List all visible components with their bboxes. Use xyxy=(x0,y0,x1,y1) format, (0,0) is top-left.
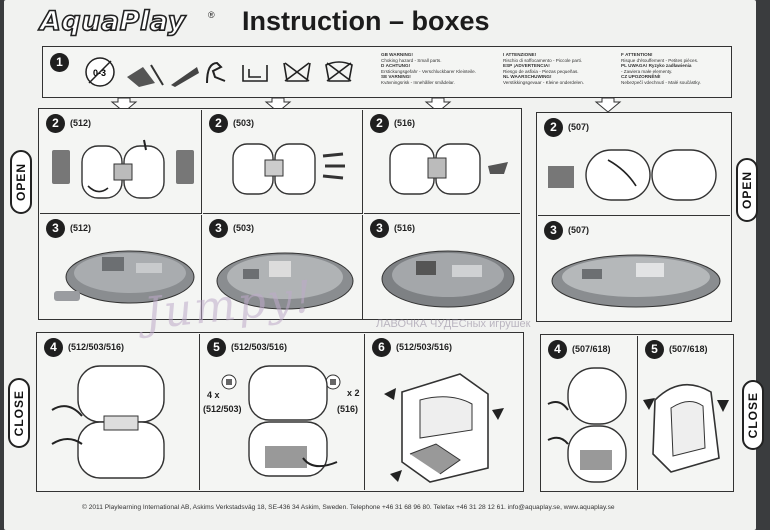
case-open-516-illustration xyxy=(389,143,508,195)
warning-column-1: GB WARNING!Choking hazard - Small parts.… xyxy=(381,52,501,86)
step-3-512-cell: 3 (512) xyxy=(40,215,202,319)
warning-i: I ATTENZIONE!Rischio di soffocamento - P… xyxy=(503,52,583,63)
closed-507-illustration xyxy=(643,383,729,473)
step-number: 4 xyxy=(548,340,567,359)
small-parts-icon-left xyxy=(221,374,237,390)
step-number: 4 xyxy=(44,338,63,357)
open-label-right: OPEN xyxy=(736,158,758,222)
warning-column-2: I ATTENZIONE!Rischio di soffocamento - P… xyxy=(503,52,618,86)
case-open-503-illustration xyxy=(232,143,345,195)
lock-clip-icon xyxy=(206,61,226,84)
step-number: 6 xyxy=(372,338,391,357)
track-pieces-icon xyxy=(127,64,164,87)
model-label: (512) xyxy=(70,118,92,128)
registered-mark: ® xyxy=(208,10,215,20)
warning-gb: GB WARNING!Choking hazard - Small parts. xyxy=(381,52,442,63)
parts-models-right: (516) xyxy=(337,404,359,414)
model-label: (507/618) xyxy=(669,344,708,354)
step-5-512-cell: 5 (512/503/516) 4 x (512/503) x 2 (516) xyxy=(201,334,365,490)
assembled-507-illustration xyxy=(551,254,721,308)
step-1-panel: 1 0-3 GB xyxy=(42,46,732,98)
parts-models-left: (512/503) xyxy=(203,404,242,414)
warning-pl: PL UWAGA! Ryzyko zadławienia- Zawiera ma… xyxy=(621,63,692,74)
flow-arrows xyxy=(110,97,622,113)
warning-f: F ATTENTION!Risque d'étouffement - Petit… xyxy=(621,52,699,63)
store-parts-illustration xyxy=(248,365,338,477)
warning-nl: NL WAARSCHUWING!Verstikkingsgevaar - Kle… xyxy=(503,74,584,85)
assembled-512-illustration xyxy=(54,250,195,304)
step-number: 5 xyxy=(645,340,664,359)
instruction-sheet: AquaPlay ® Instruction – boxes 1 0-3 xyxy=(4,0,764,530)
bath-tub-icon xyxy=(242,65,268,82)
step-number: 3 xyxy=(544,221,563,240)
model-label: (507/618) xyxy=(572,344,611,354)
step-number: 2 xyxy=(370,114,389,133)
step-6-512-cell: 6 (512/503/516) xyxy=(366,334,522,490)
model-label: (516) xyxy=(394,223,416,233)
watermark-shop: ЛАВОЧКА ЧУДЕСных игрушек xyxy=(376,318,531,330)
model-label: (512/503/516) xyxy=(231,342,288,352)
parts-qty-left: 4 x xyxy=(207,390,220,400)
step-2-512-cell: 2 (512) xyxy=(40,110,202,214)
step-2-503-cell: 2 (503) xyxy=(203,110,363,214)
step-3-503-cell: 3 (503) xyxy=(203,215,363,319)
close-label-right: CLOSE xyxy=(742,380,764,450)
no-wash-icon xyxy=(325,61,353,82)
model-label: (507) xyxy=(568,122,590,132)
model-label: (512/503/516) xyxy=(68,342,125,352)
aquaplay-logo: AquaPlay xyxy=(39,5,186,38)
step-4-507-cell: 4 (507/618) xyxy=(542,336,638,490)
model-label: (507) xyxy=(568,225,590,235)
fold-507-illustration xyxy=(547,367,627,483)
step-number: 2 xyxy=(544,118,563,137)
close-label-left: CLOSE xyxy=(8,378,30,448)
step-number: 3 xyxy=(209,219,228,238)
case-open-507-illustration xyxy=(548,149,717,201)
model-label: (503) xyxy=(233,118,255,128)
step-number: 3 xyxy=(46,219,65,238)
step-number: 5 xyxy=(207,338,226,357)
warning-se: SE VARNING!Kvävningsrisk - Innehåller sm… xyxy=(381,74,455,85)
step-number: 3 xyxy=(370,219,389,238)
model-label: (512) xyxy=(70,223,92,233)
step-2-507-cell: 2 (507) xyxy=(538,114,730,216)
model-label: (516) xyxy=(394,118,416,128)
step-number: 2 xyxy=(209,114,228,133)
step-3-507-cell: 3 (507) xyxy=(538,217,730,320)
no-tumble-dry-icon xyxy=(283,62,311,82)
closed-case-illustration xyxy=(384,373,504,483)
warning-column-3: F ATTENTION!Risque d'étouffement - Petit… xyxy=(621,52,731,86)
step-number: 1 xyxy=(50,53,69,72)
open-label-left: OPEN xyxy=(10,150,32,214)
page-title: Instruction – boxes xyxy=(242,6,490,36)
warning-esp: ESP ¡ADVERTENCIA!Riesgo de asfixia - Pie… xyxy=(503,63,579,74)
model-label: (503) xyxy=(233,223,255,233)
step-number: 2 xyxy=(46,114,65,133)
assembled-516-illustration xyxy=(381,250,515,308)
case-open-512-illustration xyxy=(52,139,194,199)
fold-case-illustration xyxy=(51,365,165,479)
warning-d: D ACHTUNG!Erstickungsgefahr - Verschluck… xyxy=(381,63,476,74)
model-label: (512/503/516) xyxy=(396,342,453,352)
assembled-503-illustration xyxy=(216,252,354,310)
choking-warning-icon: 0-3 xyxy=(85,57,115,87)
ramp-icon xyxy=(171,67,199,87)
step-4-512-cell: 4 (512/503/516) xyxy=(38,334,200,490)
step-2-516-cell: 2 (516) xyxy=(364,110,520,214)
copyright-footer: © 2011 Playlearning International AB, As… xyxy=(82,504,615,511)
warning-cz: CZ UPOZORNĚNÍ!Nebezpečí vdechnutí - Malé… xyxy=(621,74,701,85)
parts-qty-right: x 2 xyxy=(347,388,360,398)
step-3-516-cell: 3 (516) xyxy=(364,215,520,319)
step-5-507-cell: 5 (507/618) xyxy=(639,336,732,490)
